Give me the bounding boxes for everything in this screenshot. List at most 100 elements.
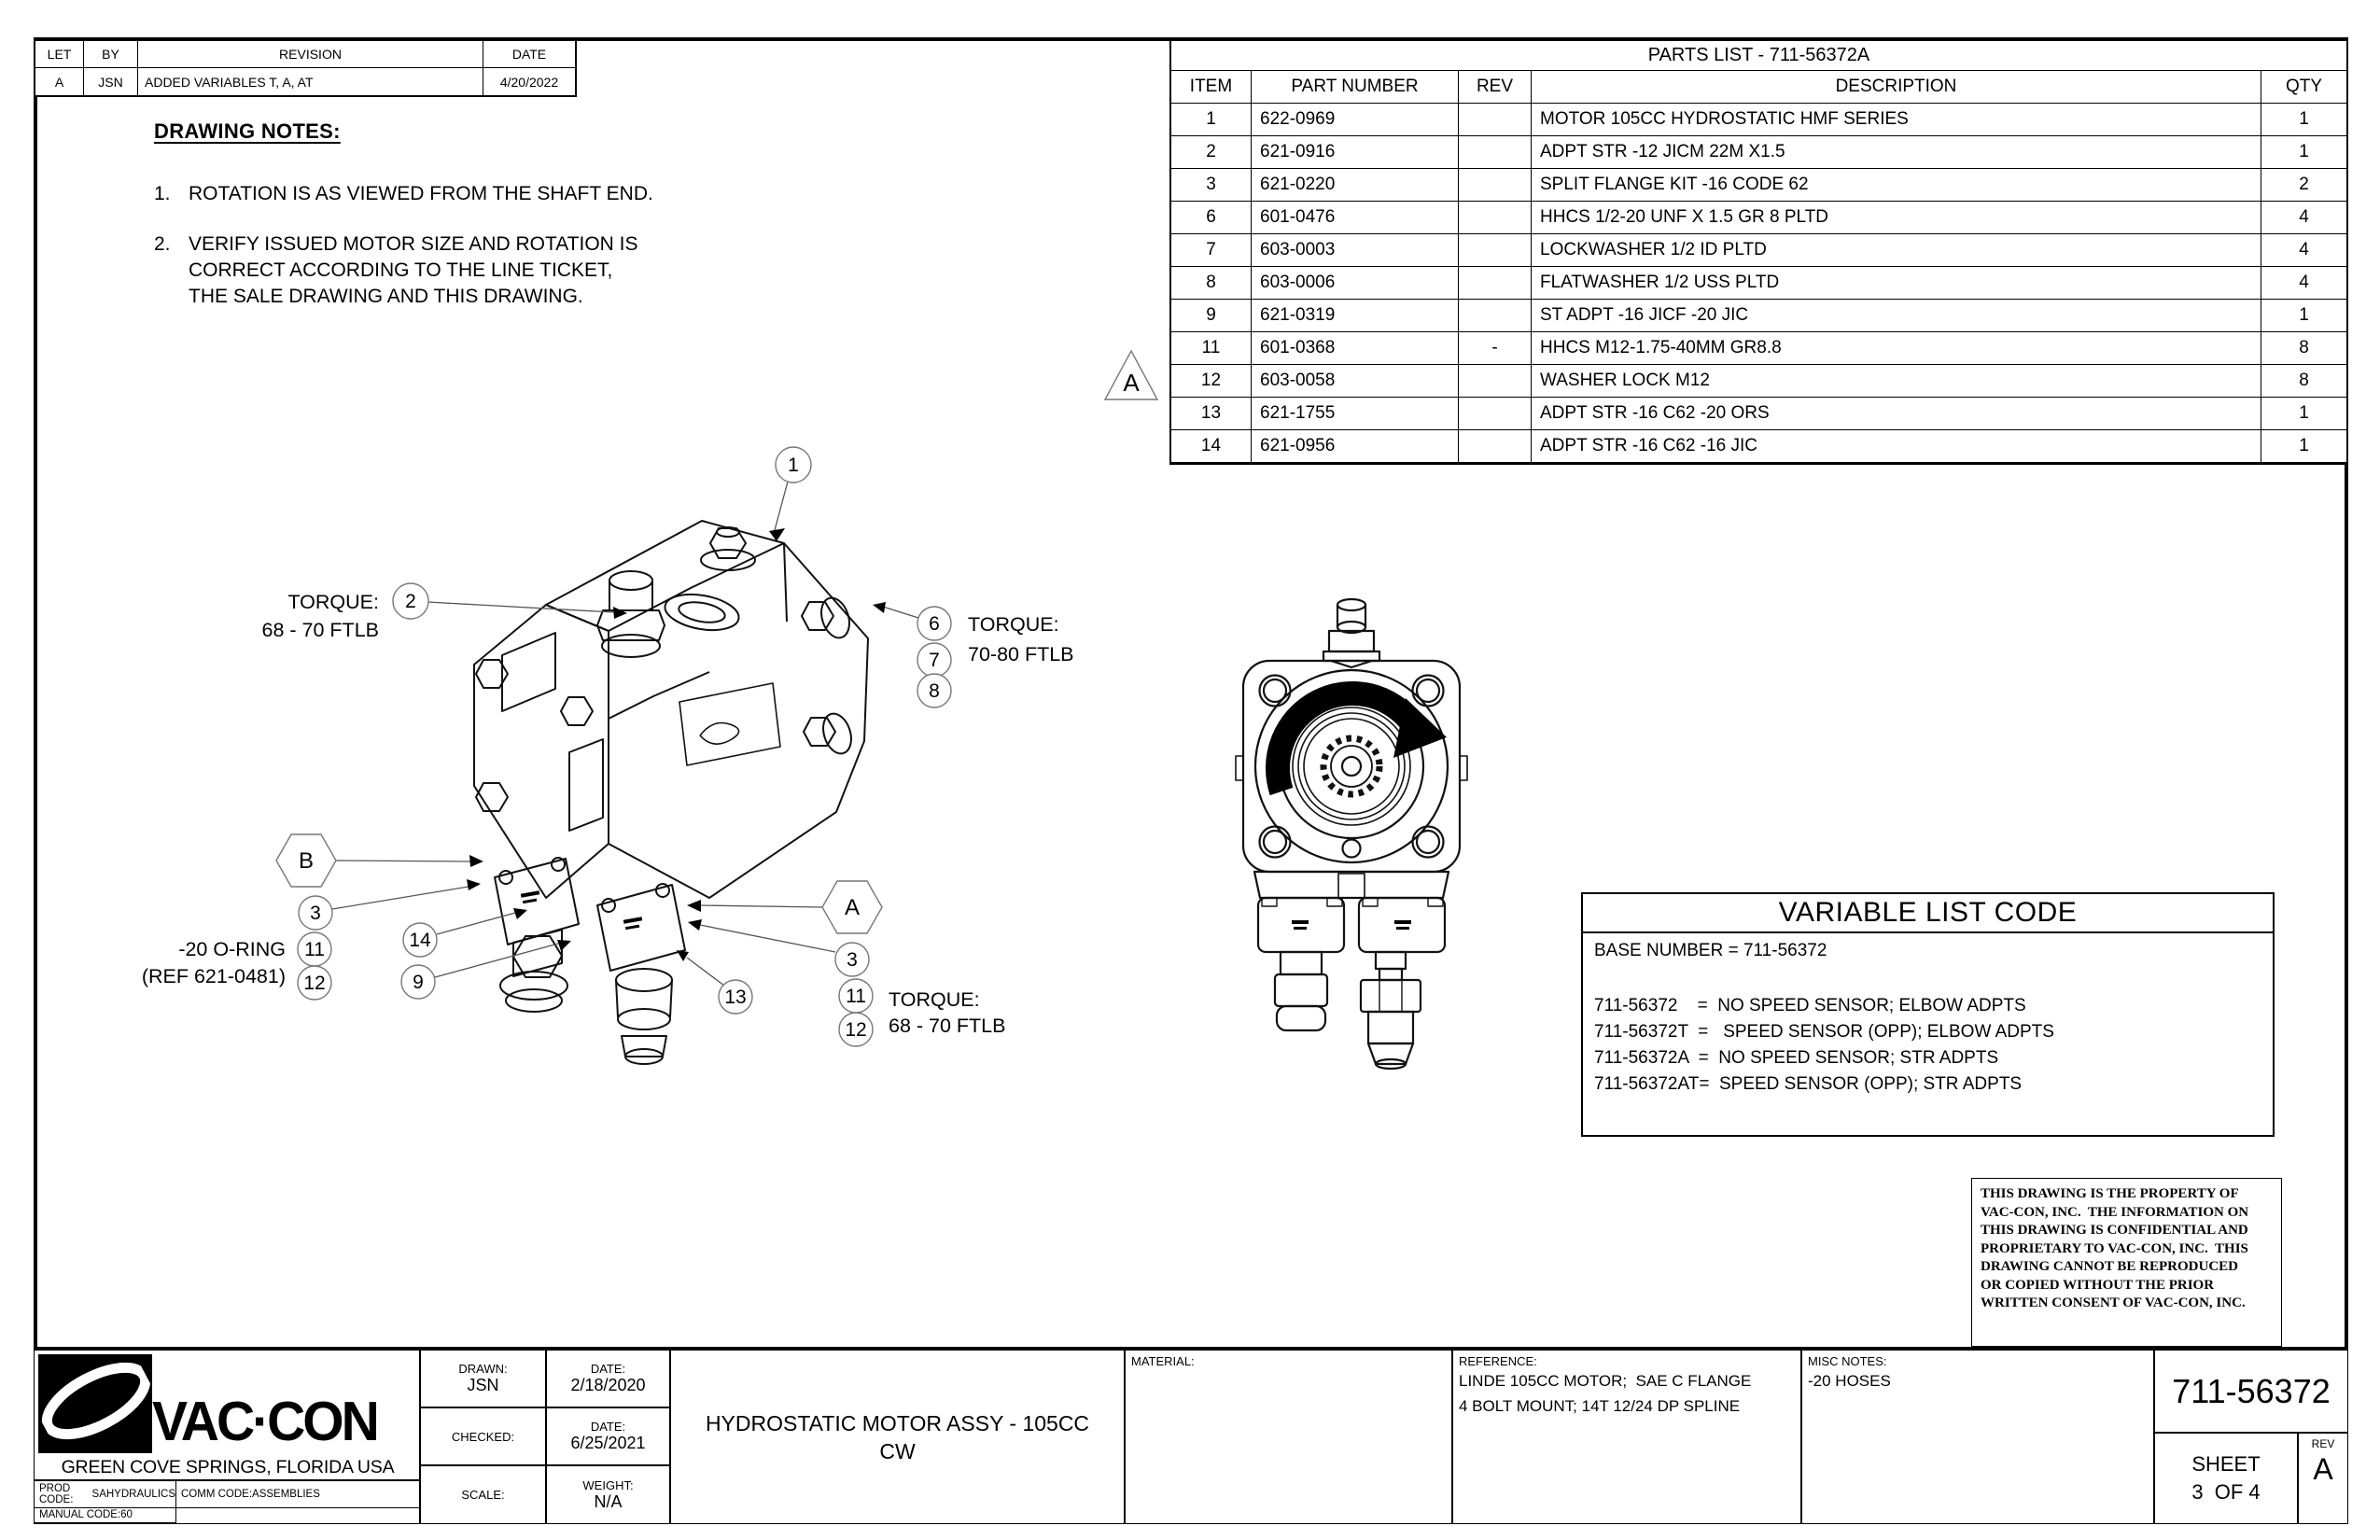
balloon-7: 7: [929, 650, 940, 671]
parts-cell-qty: 1: [2261, 398, 2346, 430]
parts-cell-part-number: 621-0220: [1252, 169, 1459, 202]
parts-cell-description: MOTOR 105CC HYDROSTATIC HMF SERIES: [1532, 104, 2261, 136]
scale-label: SCALE:: [461, 1488, 505, 1502]
parts-cell-item: 7: [1171, 234, 1252, 267]
drawn-label: DRAWN:: [458, 1362, 508, 1376]
balloon-13: 13: [724, 987, 746, 1008]
parts-cell-description: ADPT STR -12 JICM 22M X1.5: [1532, 136, 2261, 169]
parts-list-body: 1 622-0969 MOTOR 105CC HYDROSTATIC HMF S…: [1171, 104, 2346, 463]
parts-cell-qty: 4: [2261, 202, 2346, 234]
parts-cell-description: HHCS M12-1.75-40MM GR8.8: [1532, 332, 2261, 365]
property-notice-line: DRAWING CANNOT BE REPRODUCED: [1981, 1259, 2238, 1274]
reference-label: REFERENCE:: [1459, 1354, 1537, 1368]
parts-cell-description: LOCKWASHER 1/2 ID PLTD: [1532, 234, 2261, 267]
balloon-11-left: 11: [304, 939, 325, 960]
balloon-6: 6: [929, 613, 940, 635]
property-notice: THIS DRAWING IS THE PROPERTY OF VAC-CON, …: [1971, 1178, 2282, 1347]
rev-cell-box: REV A: [2298, 1433, 2348, 1524]
parts-cell-qty: 4: [2261, 267, 2346, 300]
sheet-cell: SHEET 3 OF 4: [2154, 1433, 2298, 1524]
code-row: PROD CODE: SAHYDRAULICS: [35, 1481, 176, 1508]
balloon-12-left: 12: [303, 973, 325, 994]
drawn-date-cell: DATE: 2/18/2020: [546, 1350, 670, 1407]
torque-top-left-line1: TORQUE:: [287, 591, 379, 613]
parts-cell-rev: [1459, 430, 1532, 463]
drawn-date-label: DATE:: [590, 1362, 626, 1376]
leader-arrowheads: [467, 528, 886, 961]
variable-list-line: 711-56372T = SPEED SENSOR (OPP); ELBOW A…: [1594, 1022, 2054, 1042]
property-notice-line: THIS DRAWING IS THE PROPERTY OF: [1981, 1186, 2239, 1201]
balloon-14: 14: [409, 930, 431, 951]
torque-top-left-line2: 68 - 70 FTLB: [262, 619, 379, 641]
variable-list-line: 711-56372A = NO SPEED SENSOR; STR ADPTS: [1594, 1048, 1999, 1068]
code-label: MANUAL CODE:: [39, 1509, 121, 1521]
parts-cell-item: 11: [1171, 332, 1252, 365]
parts-cell-rev: [1459, 104, 1532, 136]
rev-header-let: LET: [35, 41, 84, 68]
parts-cell-part-number: 621-1755: [1252, 398, 1459, 430]
revision-triangle-marker: A: [1103, 349, 1159, 400]
parts-cell-qty: 8: [2261, 365, 2346, 398]
checked-date-value: 6/25/2021: [570, 1434, 646, 1452]
parts-cell-rev: [1459, 267, 1532, 300]
leader-lines: [331, 481, 919, 987]
parts-cell-item: 2: [1171, 136, 1252, 169]
drawing-title-line1: HYDROSTATIC MOTOR ASSY - 105CC: [705, 1410, 1090, 1435]
checked-date-label: DATE:: [590, 1420, 626, 1434]
variable-list-line: 711-56372AT= SPEED SENSOR (OPP); STR ADP…: [1594, 1074, 2023, 1094]
revision-table: LET BY REVISION DATE A JSN ADDED VARIABL…: [34, 41, 577, 97]
parts-cell-rev: [1459, 202, 1532, 234]
parts-cell-rev: -: [1459, 332, 1532, 365]
note-number: 1.: [154, 183, 171, 204]
parts-cell-item: 9: [1171, 300, 1252, 332]
parts-cell-part-number: 603-0003: [1252, 234, 1459, 267]
reference-line1: LINDE 105CC MOTOR; SAE C FLANGE: [1459, 1372, 1752, 1390]
part-number-cell: 711-56372: [2154, 1350, 2348, 1433]
parts-header-item: ITEM: [1171, 71, 1252, 104]
motor-body-isometric: [473, 520, 869, 1065]
logo-tagline: GREEN COVE SPRINGS, FLORIDA USA: [61, 1457, 395, 1477]
scale-cell: SCALE:: [420, 1465, 546, 1524]
material-cell: MATERIAL:: [1125, 1350, 1452, 1524]
rev-cell-by: JSN: [84, 68, 138, 95]
property-notice-line: PROPRIETARY TO VAC-CON, INC. THIS: [1981, 1240, 2248, 1256]
code-value: 60: [120, 1509, 133, 1521]
parts-list-title: PARTS LIST - 711-56372A: [1171, 41, 2346, 71]
code-value: SAHYDRAULICS: [91, 1488, 175, 1500]
parts-cell-rev: [1459, 169, 1532, 202]
drawing-notes: DRAWING NOTES: 1. ROTATION IS AS VIEWED …: [154, 119, 826, 334]
reference-cell: REFERENCE: LINDE 105CC MOTOR; SAE C FLAN…: [1452, 1350, 1801, 1524]
rev-value: A: [2313, 1452, 2333, 1486]
checked-date-cell: DATE: 6/25/2021: [546, 1407, 670, 1465]
parts-cell-part-number: 622-0969: [1252, 104, 1459, 136]
rev-label: REV: [2311, 1437, 2335, 1450]
torque-bottom-line2: 68 - 70 FTLB: [889, 1015, 1005, 1037]
parts-cell-part-number: 603-0058: [1252, 365, 1459, 398]
weight-cell: WEIGHT: N/A: [546, 1465, 670, 1524]
misc-notes-cell: MISC NOTES: -20 HOSES: [1801, 1350, 2154, 1524]
parts-cell-rev: [1459, 300, 1532, 332]
parts-cell-item: 8: [1171, 267, 1252, 300]
torque-labels: TORQUE: 68 - 70 FTLB TORQUE: 70-80 FTLB …: [142, 591, 1074, 1037]
property-notice-line: VAC-CON, INC. THE INFORMATION ON: [1981, 1204, 2249, 1220]
code-label: PROD CODE:: [39, 1482, 74, 1505]
parts-cell-qty: 1: [2261, 136, 2346, 169]
drawing-title-cell: HYDROSTATIC MOTOR ASSY - 105CC CW: [670, 1350, 1125, 1524]
parts-cell-part-number: 601-0368: [1252, 332, 1459, 365]
parts-cell-part-number: 621-0916: [1252, 136, 1459, 169]
balloon-9: 9: [413, 972, 424, 993]
parts-cell-qty: 1: [2261, 104, 2346, 136]
balloon-3-left: 3: [310, 903, 321, 924]
part-number: 711-56372: [2172, 1371, 2331, 1410]
code-value: ASSEMBLIES: [252, 1488, 320, 1500]
sheet-value: 3 OF 4: [2191, 1480, 2261, 1504]
front-motor-view: [1235, 597, 1468, 1071]
note-text: VERIFY ISSUED MOTOR SIZE AND ROTATION IS: [189, 233, 638, 255]
balloon-1: 1: [788, 455, 799, 476]
sheet-label: SHEET: [2191, 1452, 2261, 1476]
parts-cell-qty: 1: [2261, 300, 2346, 332]
rotation-arrow-icon: [1266, 681, 1447, 796]
parts-cell-item: 12: [1171, 365, 1252, 398]
drawing-note-1: 1. ROTATION IS AS VIEWED FROM THE SHAFT …: [154, 181, 826, 207]
